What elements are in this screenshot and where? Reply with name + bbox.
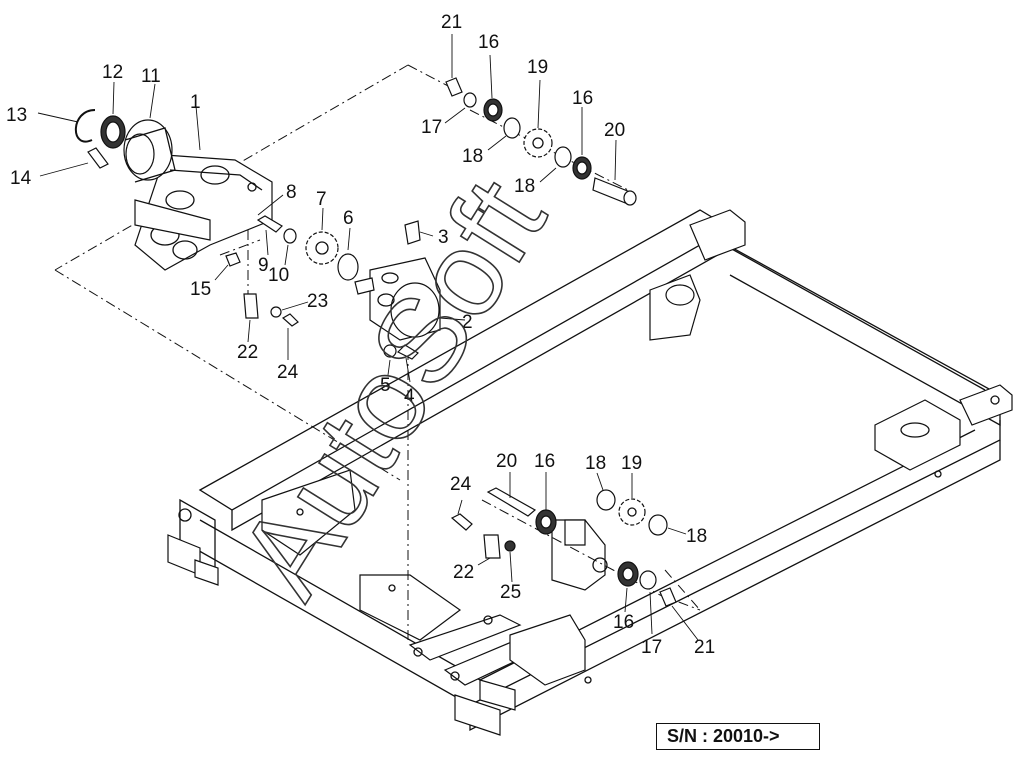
callout-23: 23 (307, 291, 328, 312)
callout-17: 17 (421, 117, 442, 138)
callout-10: 10 (268, 265, 289, 286)
callout-16c: 16 (534, 451, 555, 472)
callout-18: 18 (462, 146, 483, 167)
callout-16b: 16 (572, 88, 593, 109)
callout-17b: 17 (641, 637, 662, 658)
callout-12: 12 (102, 62, 123, 83)
callout-2: 2 (462, 312, 473, 333)
part-callouts: 1 2 3 4 5 6 7 8 9 10 11 12 13 14 15 16 1… (6, 12, 715, 658)
callout-11: 11 (141, 66, 161, 87)
upper-idler-assembly (445, 77, 637, 206)
callout-15: 15 (190, 279, 211, 300)
callout-19b: 19 (621, 453, 642, 474)
callout-24: 24 (277, 362, 299, 383)
callout-9: 9 (258, 255, 269, 276)
callout-4: 4 (404, 386, 415, 407)
callout-16d: 16 (613, 612, 634, 633)
serial-number-box: S/N : 20010-> (656, 723, 820, 750)
callout-6: 6 (343, 208, 354, 229)
callout-22b: 22 (453, 562, 474, 583)
callout-5: 5 (380, 375, 391, 396)
callout-14: 14 (10, 168, 32, 189)
callout-7: 7 (316, 189, 327, 210)
callout-21b: 21 (694, 637, 715, 658)
drive-motor-assembly (243, 215, 441, 360)
callout-3: 3 (438, 227, 449, 248)
callout-24b: 24 (450, 474, 472, 495)
callout-8: 8 (286, 182, 297, 203)
callout-22: 22 (237, 342, 258, 363)
callout-18b: 18 (514, 176, 535, 197)
callout-13: 13 (6, 105, 27, 126)
callout-1: 1 (190, 92, 201, 113)
callout-21: 21 (441, 12, 462, 33)
callout-25: 25 (500, 582, 521, 603)
main-frame (167, 209, 1013, 736)
callout-20: 20 (604, 120, 625, 141)
motor-mount-assembly (74, 109, 273, 271)
callout-18c: 18 (585, 453, 606, 474)
leader-lines (37, 34, 699, 641)
callout-18d: 18 (686, 526, 707, 547)
callout-19: 19 (527, 57, 548, 78)
callout-20b: 20 (496, 451, 517, 472)
serial-number-label: S/N : 20010-> (667, 726, 780, 746)
callout-16: 16 (478, 32, 499, 53)
